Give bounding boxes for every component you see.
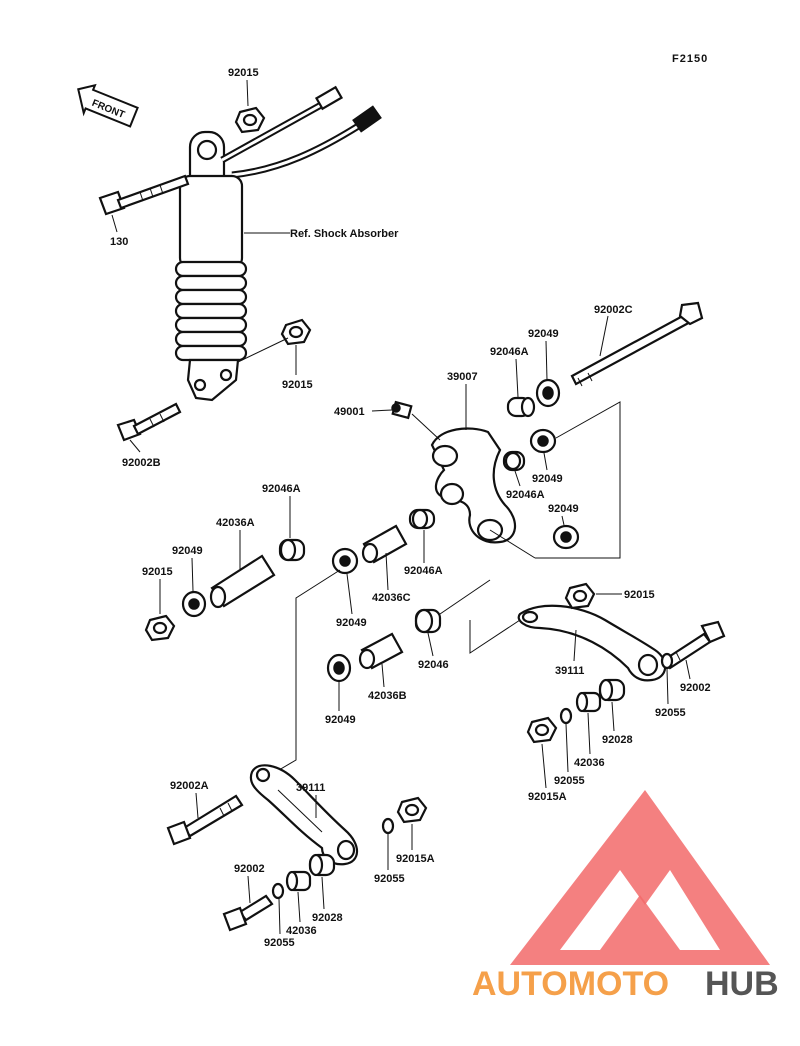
bolt-92002-low [222, 894, 274, 932]
label-92055-mid: 92055 [554, 775, 585, 787]
bearing-92046a-c [278, 538, 306, 562]
label-92055-bottom: 92055 [264, 937, 295, 949]
label-92055-right: 92055 [655, 707, 686, 719]
label-92049-d: 92049 [172, 545, 203, 557]
label-92046a-a: 92046A [490, 346, 529, 358]
ref-shock-absorber-label: Ref. Shock Absorber [290, 228, 399, 240]
label-92046: 92046 [418, 659, 449, 671]
sleeve-42036-right [575, 691, 602, 713]
rocker-arm-39007 [430, 427, 516, 544]
washer-92055-right [660, 652, 674, 670]
label-39111-right: 39111 [555, 665, 584, 677]
shock-absorber [174, 85, 382, 402]
bushing-92028-low [308, 853, 336, 877]
label-130: 130 [110, 236, 128, 248]
bolt-92002a [166, 794, 244, 846]
bolt-130 [98, 174, 190, 216]
label-42036-low: 42036 [286, 925, 317, 937]
label-42036a: 42036A [216, 517, 255, 529]
label-92015a-low: 92015A [396, 853, 435, 865]
collar-92049-c [552, 524, 580, 550]
bearing-92046a-a [506, 396, 536, 418]
automotohub-watermark: AUTOMOTO HUB [472, 790, 779, 1003]
nut-92015-mid [280, 318, 312, 346]
label-92049-e: 92049 [336, 617, 367, 629]
label-39111-left: 39111 [296, 782, 325, 794]
label-92049-c: 92049 [548, 503, 579, 515]
washer-92055-mid [559, 707, 573, 725]
shock-bellows [174, 260, 248, 362]
collar-92049-e [331, 547, 359, 575]
label-42036c: 42036C [372, 592, 411, 604]
label-92049-a: 92049 [528, 328, 559, 340]
collar-92049-a [535, 378, 561, 408]
label-92028-low: 92028 [312, 912, 343, 924]
label-92015a-right: 92015A [528, 791, 567, 803]
label-92002a: 92002A [170, 780, 209, 792]
label-92002-low: 92002 [234, 863, 265, 875]
label-92015-left: 92015 [142, 566, 173, 578]
nut-92015-left [144, 614, 176, 642]
label-49001: 49001 [334, 406, 365, 418]
grease-nipple-49001 [391, 400, 413, 420]
label-92046a-c: 92046A [262, 483, 301, 495]
front-arrow-icon: FRONT [77, 83, 139, 128]
tie-rod-39111-right [517, 604, 667, 682]
sleeve-42036-low [285, 870, 312, 892]
bolt-92002c [570, 301, 704, 387]
label-92015-mid: 92015 [282, 379, 313, 391]
bolt-92002b [116, 402, 182, 442]
bearing-92046 [414, 608, 442, 634]
sleeve-42036a [209, 554, 276, 609]
nut-92015a-low [396, 796, 428, 824]
watermark-text-automoto: AUTOMOTO [472, 965, 669, 1003]
watermark-triangle [510, 790, 770, 965]
collar-92049-f [326, 653, 352, 683]
washer-92055-bottom [271, 882, 285, 900]
label-42036b: 42036B [368, 690, 407, 702]
bushing-92028-right [598, 678, 626, 702]
label-39007: 39007 [447, 371, 478, 383]
label-92002-right: 92002 [680, 682, 711, 694]
washer-92055-low [381, 817, 395, 835]
label-92055-low: 92055 [374, 873, 405, 885]
label-92002b: 92002B [122, 457, 161, 469]
nut-92015-right [564, 582, 596, 610]
label-92028-right: 92028 [602, 734, 633, 746]
label-92046a-d: 92046A [404, 565, 443, 577]
sleeve-42036b [358, 632, 404, 670]
sleeve-42036c [361, 524, 408, 564]
nut-92015a-right [526, 716, 558, 744]
label-92015-right: 92015 [624, 589, 655, 601]
label-92002c: 92002C [594, 304, 633, 316]
label-42036-right: 42036 [574, 757, 605, 769]
label-92049-b: 92049 [532, 473, 563, 485]
label-92049-f: 92049 [325, 714, 356, 726]
collar-92049-b [529, 428, 557, 454]
bearing-92046a-d [408, 508, 436, 530]
collar-92049-d [181, 590, 207, 618]
diagram-code: F2150 [672, 53, 708, 65]
tie-rod-39111-left [249, 764, 359, 866]
bearing-92046a-b [502, 450, 526, 472]
label-92015-top: 92015 [228, 67, 259, 79]
nut-92015-top [234, 106, 266, 134]
watermark-text-hub: HUB [705, 965, 779, 1003]
label-92046a-b: 92046A [506, 489, 545, 501]
